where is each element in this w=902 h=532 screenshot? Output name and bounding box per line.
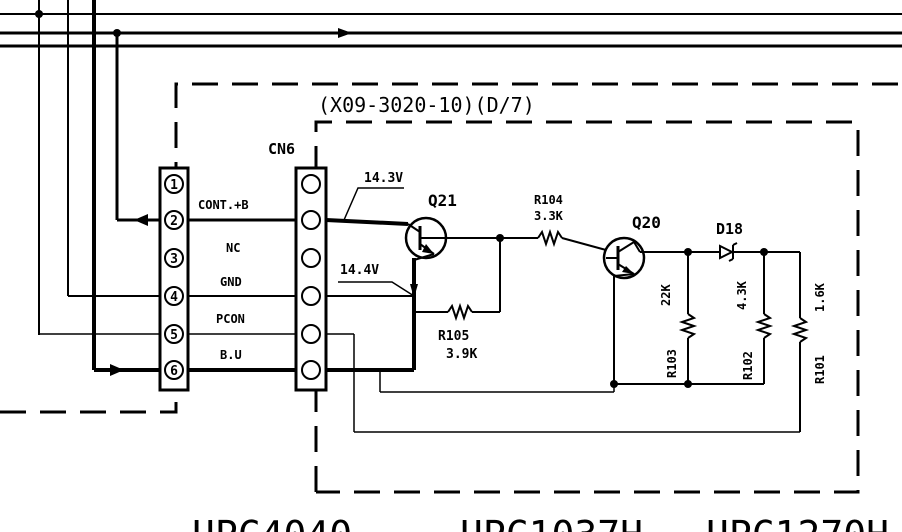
r105-value: 3.9K bbox=[446, 347, 477, 362]
q21-wiring: R105 3.9K bbox=[326, 234, 504, 372]
svg-text:R101: R101 bbox=[813, 355, 827, 384]
svg-text:5: 5 bbox=[170, 328, 178, 343]
q20-label: Q20 bbox=[632, 213, 661, 232]
top-bus bbox=[0, 0, 902, 370]
svg-text:22K: 22K bbox=[659, 284, 673, 306]
svg-text:4: 4 bbox=[170, 290, 178, 305]
signal-label-bu: B.U bbox=[220, 348, 242, 362]
board-id-label: (X09-3020-10)(D/7) bbox=[318, 93, 535, 117]
left-pin-1: 1 bbox=[164, 174, 184, 194]
arrow-left-icon bbox=[134, 214, 148, 226]
left-pin-6: 6 bbox=[164, 360, 184, 380]
return-wires bbox=[326, 333, 800, 433]
svg-text:6: 6 bbox=[170, 364, 178, 379]
resistor-r102: 4.3K R102 bbox=[735, 252, 774, 384]
svg-text:2: 2 bbox=[170, 214, 178, 229]
left-connector: 1 2 3 4 5 6 bbox=[158, 166, 190, 392]
diode-d18: D18 bbox=[684, 220, 768, 262]
svg-text:R102: R102 bbox=[741, 351, 755, 380]
bottom-part-labels: UPC4040 UPC1037H UPC1270H bbox=[192, 513, 889, 532]
left-pin-3: 3 bbox=[164, 248, 184, 268]
left-pin-4: 4 bbox=[164, 286, 184, 306]
voltage-14-4: 14.4V bbox=[338, 263, 415, 297]
left-pin-5: 5 bbox=[164, 324, 184, 344]
svg-text:1.6K: 1.6K bbox=[813, 282, 827, 312]
cn6-label: CN6 bbox=[268, 140, 295, 158]
transistor-q21: Q21 bbox=[325, 191, 457, 261]
svg-text:R103: R103 bbox=[665, 349, 679, 378]
feed-wires bbox=[39, 214, 160, 376]
svg-text:R104: R104 bbox=[534, 193, 563, 207]
signal-wires bbox=[188, 218, 296, 372]
arrow-right-icon bbox=[110, 364, 124, 376]
signal-label-cont: CONT.+B bbox=[198, 198, 249, 212]
svg-text:14.4V: 14.4V bbox=[340, 263, 379, 278]
bottom-label-2: UPC1037H bbox=[460, 513, 643, 532]
svg-text:4.3K: 4.3K bbox=[735, 280, 749, 310]
bottom-label-1: UPC4040 bbox=[192, 513, 352, 532]
left-pin-2: 2 bbox=[164, 210, 184, 230]
outer-boundary bbox=[0, 82, 902, 414]
voltage-14-3: 14.3V bbox=[343, 171, 404, 221]
d18-label: D18 bbox=[716, 220, 743, 238]
r105-name: R105 bbox=[438, 329, 469, 344]
resistor-r104: R104 3.3K bbox=[500, 193, 607, 251]
cn6-connector: CN6 bbox=[268, 140, 328, 392]
svg-text:14.3V: 14.3V bbox=[364, 171, 403, 186]
signal-label-pcon: PCON bbox=[216, 312, 245, 326]
q21-label: Q21 bbox=[428, 191, 457, 210]
svg-text:3.3K: 3.3K bbox=[534, 209, 564, 223]
svg-text:1: 1 bbox=[170, 178, 178, 193]
arrow-right-icon bbox=[338, 28, 352, 38]
resistor-r101: 1.6K R101 bbox=[764, 251, 827, 432]
bottom-label-3: UPC1270H bbox=[706, 513, 889, 532]
signal-label-gnd: GND bbox=[220, 275, 242, 289]
transistor-q20: Q20 bbox=[602, 213, 688, 384]
resistor-r103: 22K R103 bbox=[659, 252, 698, 388]
signal-label-nc: NC bbox=[226, 241, 240, 255]
svg-text:3: 3 bbox=[170, 252, 178, 267]
